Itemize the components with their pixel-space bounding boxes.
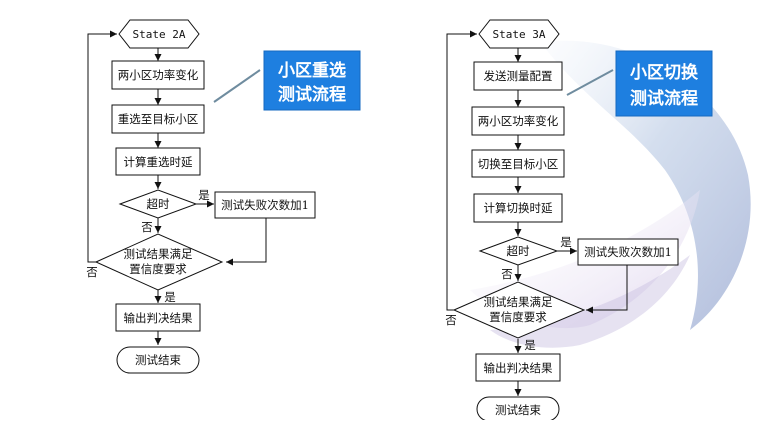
left-fail-count [214, 191, 316, 219]
left-timeout-decision [118, 189, 198, 219]
right-output-result-label: 输出判决结果 [484, 361, 553, 375]
left-step-reselect [111, 104, 205, 134]
right-no-label-1: 否 [501, 267, 513, 281]
left-step-reselect-label: 重选至目标小区 [118, 112, 199, 126]
left-confidence-label-1: 测试结果满足 [124, 247, 193, 261]
left-yes-label-1: 是 [198, 188, 210, 202]
right-callout-line-2: 测试流程 [630, 88, 698, 109]
left-step-power-change-label: 两小区功率变化 [118, 68, 199, 82]
right-yes-label-1: 是 [560, 235, 572, 249]
right-step-power-change-label: 两小区功率变化 [478, 114, 559, 128]
right-callout-line-1: 小区切换 [630, 62, 699, 83]
right-no-label-2: 否 [445, 313, 457, 327]
right-step-send-config [473, 61, 563, 91]
right-flowchart: State 3A 发送测量配置 两小区功率变化 切换至目标小区 计算切换时延 超… [445, 19, 713, 422]
left-end-node [116, 346, 200, 374]
left-flowchart: State 2A 两小区功率变化 重选至目标小区 计算重选时延 超时 是 测试失… [86, 19, 361, 374]
left-output-result [115, 303, 201, 332]
left-output-result-label: 输出判决结果 [124, 311, 193, 325]
right-timeout-decision [478, 236, 559, 266]
right-end-label: 测试结束 [495, 403, 541, 417]
left-callout-pointer [213, 69, 261, 103]
left-start-label: State 2A [133, 28, 186, 41]
left-fail-count-label: 测试失败次数加1 [221, 198, 309, 212]
left-step-calc-delay-label: 计算重选时延 [124, 155, 193, 169]
right-confidence-label-2: 置信度要求 [489, 310, 547, 324]
left-confidence-decision [94, 233, 224, 291]
left-step-calc-delay [115, 147, 201, 176]
left-step-power-change [111, 60, 205, 90]
right-yes-label-2: 是 [524, 338, 536, 352]
right-start-label: State 3A [493, 28, 546, 41]
right-step-send-config-label: 发送测量配置 [484, 69, 553, 83]
left-callout-box [263, 50, 361, 111]
right-step-power-change [471, 106, 565, 136]
right-callout-box [615, 50, 713, 117]
right-confidence-decision [452, 281, 586, 339]
right-timeout-label: 超时 [507, 244, 530, 258]
right-step-calc-delay [473, 193, 563, 223]
left-yes-label-2: 是 [164, 290, 176, 304]
left-timeout-label: 超时 [147, 197, 170, 211]
left-start-node [118, 19, 200, 49]
right-fail-count [577, 238, 679, 266]
right-output-result [475, 353, 561, 382]
left-no-label-2: 否 [86, 265, 98, 279]
right-fail-count-label: 测试失败次数加1 [584, 245, 672, 259]
right-callout-pointer [566, 69, 614, 96]
right-step-handover [471, 149, 565, 178]
right-start-node [478, 19, 560, 49]
right-step-calc-delay-label: 计算切换时延 [484, 201, 553, 215]
left-confidence-label-2: 置信度要求 [129, 262, 187, 276]
left-callout-line-1: 小区重选 [278, 60, 346, 81]
right-confidence-label-1: 测试结果满足 [484, 295, 553, 309]
right-step-handover-label: 切换至目标小区 [478, 157, 559, 171]
left-callout-line-2: 测试流程 [278, 84, 346, 105]
left-no-label-1: 否 [141, 220, 153, 234]
left-end-label: 测试结束 [135, 353, 181, 367]
